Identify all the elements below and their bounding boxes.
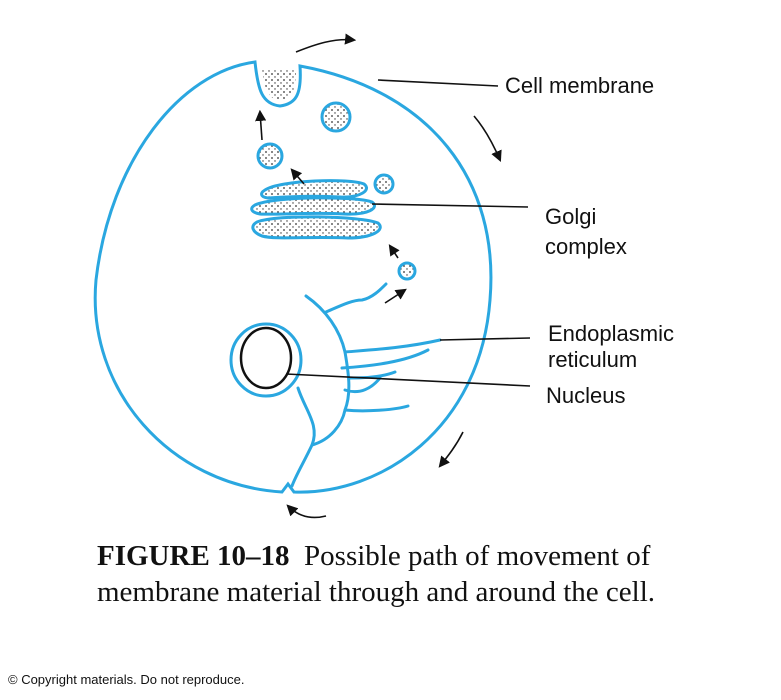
figure-caption: FIGURE 10–18 Possible path of movement o… xyxy=(97,538,737,610)
label-nucleus: Nucleus xyxy=(546,383,626,408)
figure-caption-text: Possible path of movement of membrane ma… xyxy=(97,540,656,608)
vesicles xyxy=(256,101,417,281)
label-golgi-line2: complex xyxy=(545,234,627,259)
nucleus-inner-membrane xyxy=(239,326,293,390)
endoplasmic-reticulum xyxy=(290,282,442,488)
cell-diagram xyxy=(93,33,531,519)
label-golgi-line1: Golgi xyxy=(545,204,597,229)
cell-membrane-outline xyxy=(93,60,493,494)
golgi-complex xyxy=(250,179,382,240)
leader-lines xyxy=(285,79,531,387)
nucleus-outer-membrane xyxy=(229,322,303,398)
figure-number: FIGURE 10–18 xyxy=(97,540,290,572)
secretion-pocket-contents xyxy=(262,70,296,100)
flow-arrows xyxy=(255,33,502,519)
copyright-notice: © Copyright materials. Do not reproduce. xyxy=(8,672,245,687)
label-cell-membrane: Cell membrane xyxy=(505,73,655,98)
label-er-line1: Endoplasmic xyxy=(548,321,674,346)
label-er-line2: reticulum xyxy=(548,347,638,372)
